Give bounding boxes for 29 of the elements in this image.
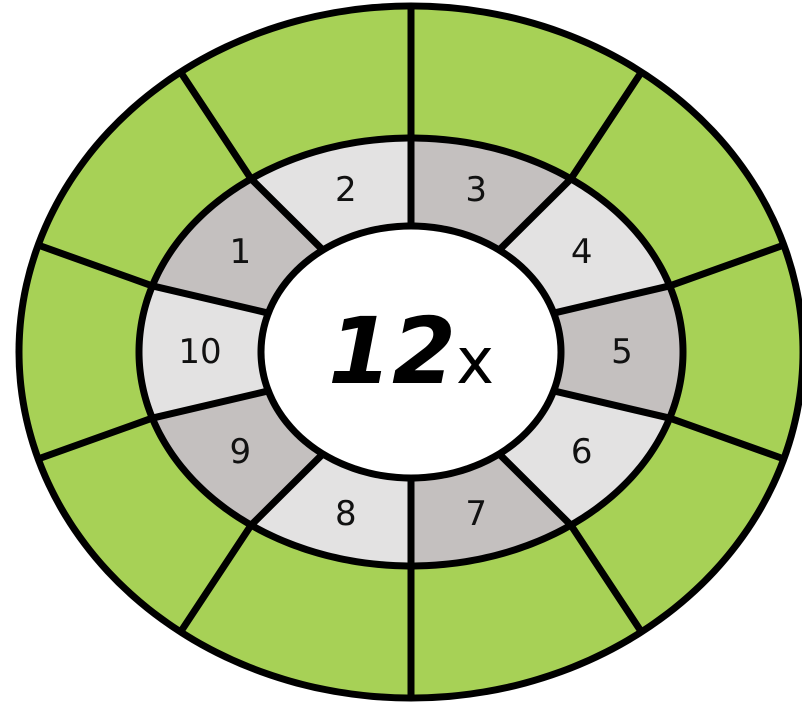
number-segment	[157, 183, 318, 309]
factor-number: 5	[611, 335, 633, 369]
factor-number: 3	[465, 173, 487, 208]
factor-number: 8	[334, 496, 357, 531]
number-segment	[157, 395, 318, 521]
answer-box	[42, 76, 246, 282]
answer-box	[414, 530, 637, 694]
number-segment	[256, 142, 408, 246]
number-segment	[504, 183, 665, 309]
factor-number: 4	[570, 235, 592, 270]
factor-number: 6	[570, 434, 592, 469]
number-segment	[558, 290, 680, 414]
number-segment	[142, 290, 264, 414]
factor-number: 9	[229, 434, 252, 469]
answer-box	[185, 530, 408, 694]
factor-number: 2	[334, 173, 357, 208]
answer-box	[414, 10, 637, 174]
center-circle	[264, 230, 558, 474]
answer-box	[22, 250, 148, 454]
number-segment	[256, 458, 408, 562]
number-segment	[414, 142, 566, 246]
answer-box	[185, 10, 408, 174]
factor-number: 10	[178, 335, 222, 369]
number-segment	[504, 395, 665, 521]
answer-box	[674, 250, 800, 454]
factor-number: 7	[465, 496, 487, 531]
number-segment	[414, 458, 566, 562]
multiplier-label: 12x	[328, 306, 494, 398]
factor-number: 1	[229, 235, 252, 270]
